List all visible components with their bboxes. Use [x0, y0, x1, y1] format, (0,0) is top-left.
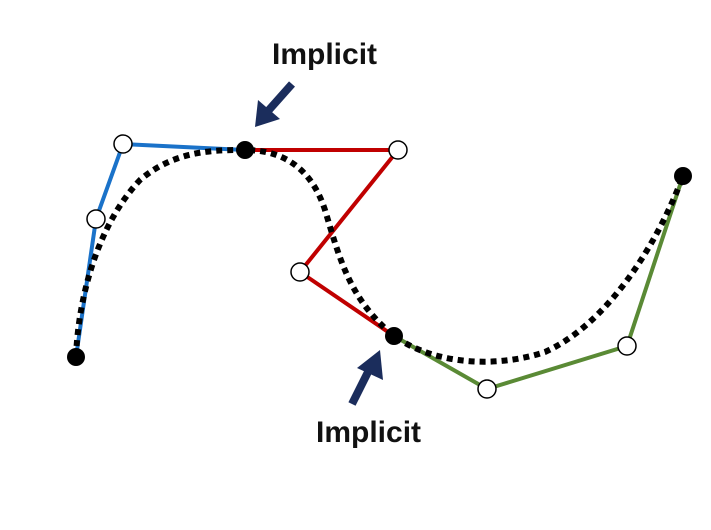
control-point [477, 379, 497, 399]
control-polygon-segment-1 [74, 141, 246, 358]
implicit-label-top: Implicit [272, 38, 378, 71]
control-point [290, 262, 310, 282]
arrow-icon [255, 81, 295, 127]
control-polygon-segment-3 [393, 175, 685, 392]
control-polygon-segment-2 [245, 148, 403, 338]
arrow-icon [348, 350, 383, 406]
control-point [113, 134, 133, 154]
control-point [388, 140, 408, 160]
spline-curve [73, 146, 686, 365]
implicit-point [385, 327, 403, 345]
implicit-label-bottom: Implicit [316, 416, 422, 449]
implicit-point [236, 141, 254, 159]
control-point [617, 336, 637, 356]
end-point [67, 348, 85, 366]
end-point [674, 167, 692, 185]
control-point [86, 209, 106, 229]
